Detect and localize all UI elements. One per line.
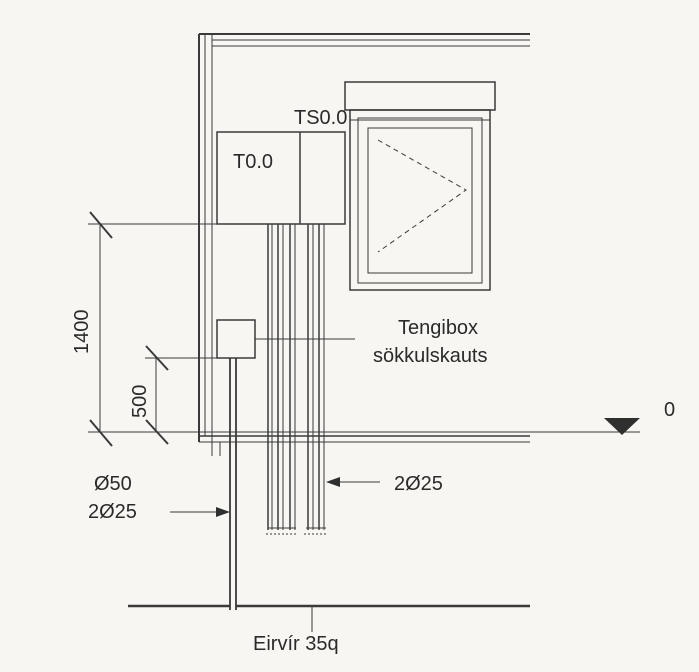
pipe-left-label-1: Ø50 bbox=[94, 473, 132, 495]
ground-wire bbox=[128, 604, 530, 632]
building-wall bbox=[198, 33, 530, 442]
dimension-500-label: 500 bbox=[129, 385, 151, 418]
tengibox-label-line1: Tengibox bbox=[398, 317, 478, 339]
tengibox bbox=[216, 319, 355, 610]
conduit-bundle bbox=[266, 224, 328, 535]
window bbox=[344, 81, 496, 291]
dimension-1400-label: 1400 bbox=[71, 310, 93, 355]
dimension-500 bbox=[145, 345, 217, 445]
ts-label: TS0.0 bbox=[294, 107, 347, 129]
main-cabinet bbox=[216, 131, 346, 225]
ground-wire-label: Eirvír 35q bbox=[253, 633, 339, 655]
leader-left bbox=[170, 507, 230, 517]
pipe-right-label: 2Ø25 bbox=[394, 473, 443, 495]
dimension-1400 bbox=[88, 211, 300, 447]
tengibox-label-line2: sökkulskauts bbox=[373, 345, 488, 367]
ground-level-line bbox=[88, 431, 640, 456]
pipe-left-label-2: 2Ø25 bbox=[88, 501, 137, 523]
level-label: 0 bbox=[664, 399, 675, 421]
level-marker-icon bbox=[604, 418, 640, 435]
leader-right bbox=[326, 477, 380, 487]
t-label: T0.0 bbox=[233, 151, 273, 173]
